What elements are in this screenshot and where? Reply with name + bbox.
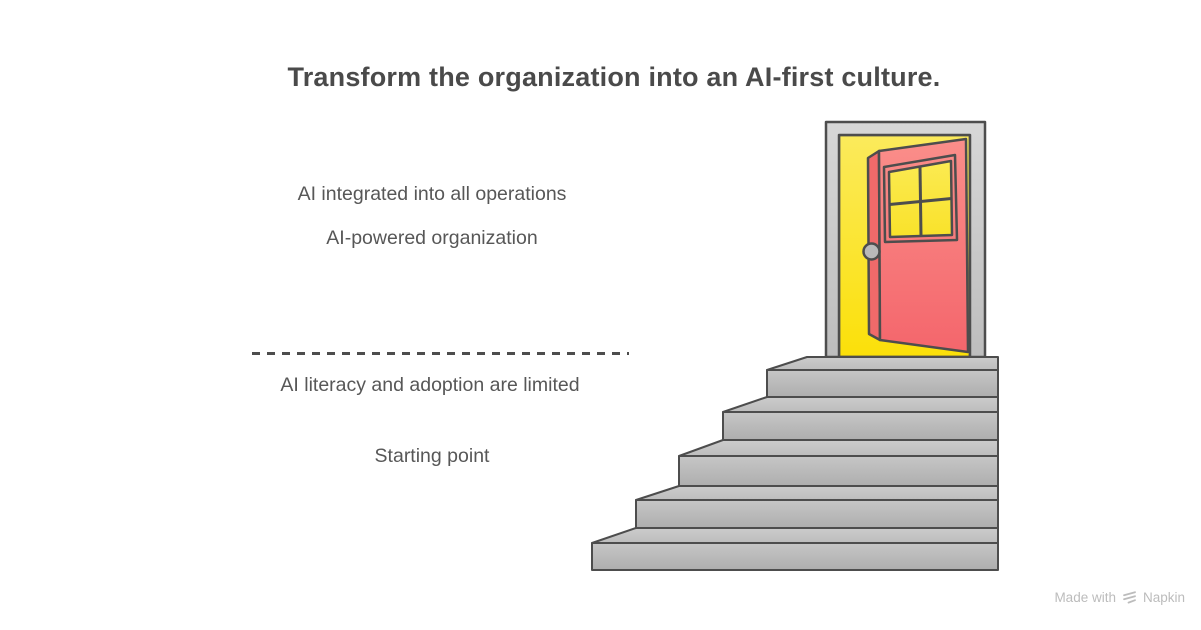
window-mullion-horizontal: [889, 197, 952, 206]
stair-landing-surface: [766, 356, 999, 371]
stair-step2-riser: [635, 499, 999, 529]
stair-step4-riser: [722, 411, 999, 441]
stairs-graphic: [591, 356, 999, 571]
watermark-prefix: Made with: [1054, 590, 1116, 605]
door-knob: [862, 242, 881, 261]
watermark-brand: Napkin: [1142, 590, 1185, 605]
door-graphic: [824, 120, 987, 359]
page-title: Transform the organization into an AI-fi…: [287, 62, 941, 92]
door-window-outer-frame: [882, 153, 959, 244]
stair-step2-surface: [635, 485, 999, 501]
dashed-divider: [252, 352, 629, 355]
lower-label-secondary: Starting point: [374, 445, 490, 467]
stair-landing-riser: [766, 369, 999, 398]
stair-step1-riser: [591, 542, 999, 571]
watermark: Made with Napkin: [1054, 590, 1185, 605]
stair-step3-riser: [678, 455, 999, 487]
upper-label-primary: AI integrated into all operations: [297, 183, 567, 205]
stair-step1-surface: [591, 527, 999, 544]
upper-label-secondary: AI-powered organization: [326, 227, 538, 249]
napkin-logo-icon: [1123, 591, 1136, 604]
stair-step4-surface: [722, 396, 999, 413]
door-stairs-illustration: [591, 120, 999, 571]
lower-label-primary: AI literacy and adoption are limited: [280, 374, 580, 396]
stair-step3-surface: [678, 439, 999, 457]
